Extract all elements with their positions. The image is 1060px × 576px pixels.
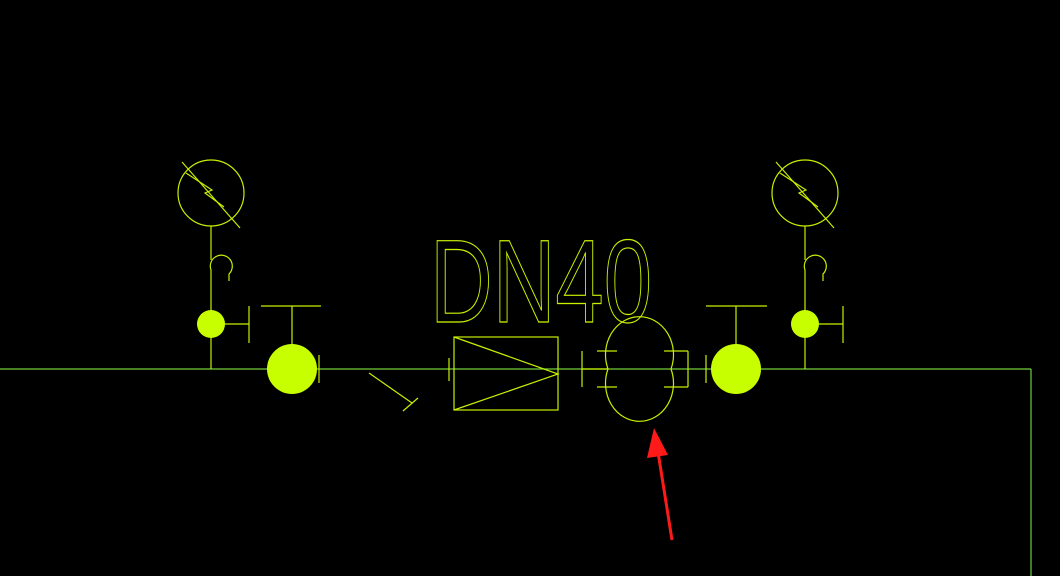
- right-pressure-gauge-icon: [771, 159, 839, 227]
- right-gate-valve-assembly: [705, 305, 767, 383]
- flow-meter-icon: [581, 316, 689, 422]
- left-gate-valve-icon: [267, 344, 317, 394]
- left-siphon-icon: [209, 254, 233, 290]
- right-needle-valve-icon: [791, 310, 819, 338]
- check-valve-icon: [448, 336, 560, 411]
- strainer-icon: [368, 372, 419, 412]
- main-pipe: [0, 368, 1032, 576]
- pipe-size-label: DN40: [430, 216, 652, 348]
- right-gate-valve-icon: [711, 344, 761, 394]
- left-needle-valve-icon: [197, 310, 225, 338]
- annotation-arrow-icon: [647, 428, 674, 541]
- left-pressure-gauge-icon: [177, 159, 245, 227]
- right-siphon-icon: [803, 254, 827, 290]
- left-pressure-gauge-assembly: [177, 159, 250, 369]
- left-gate-valve-assembly: [261, 305, 321, 383]
